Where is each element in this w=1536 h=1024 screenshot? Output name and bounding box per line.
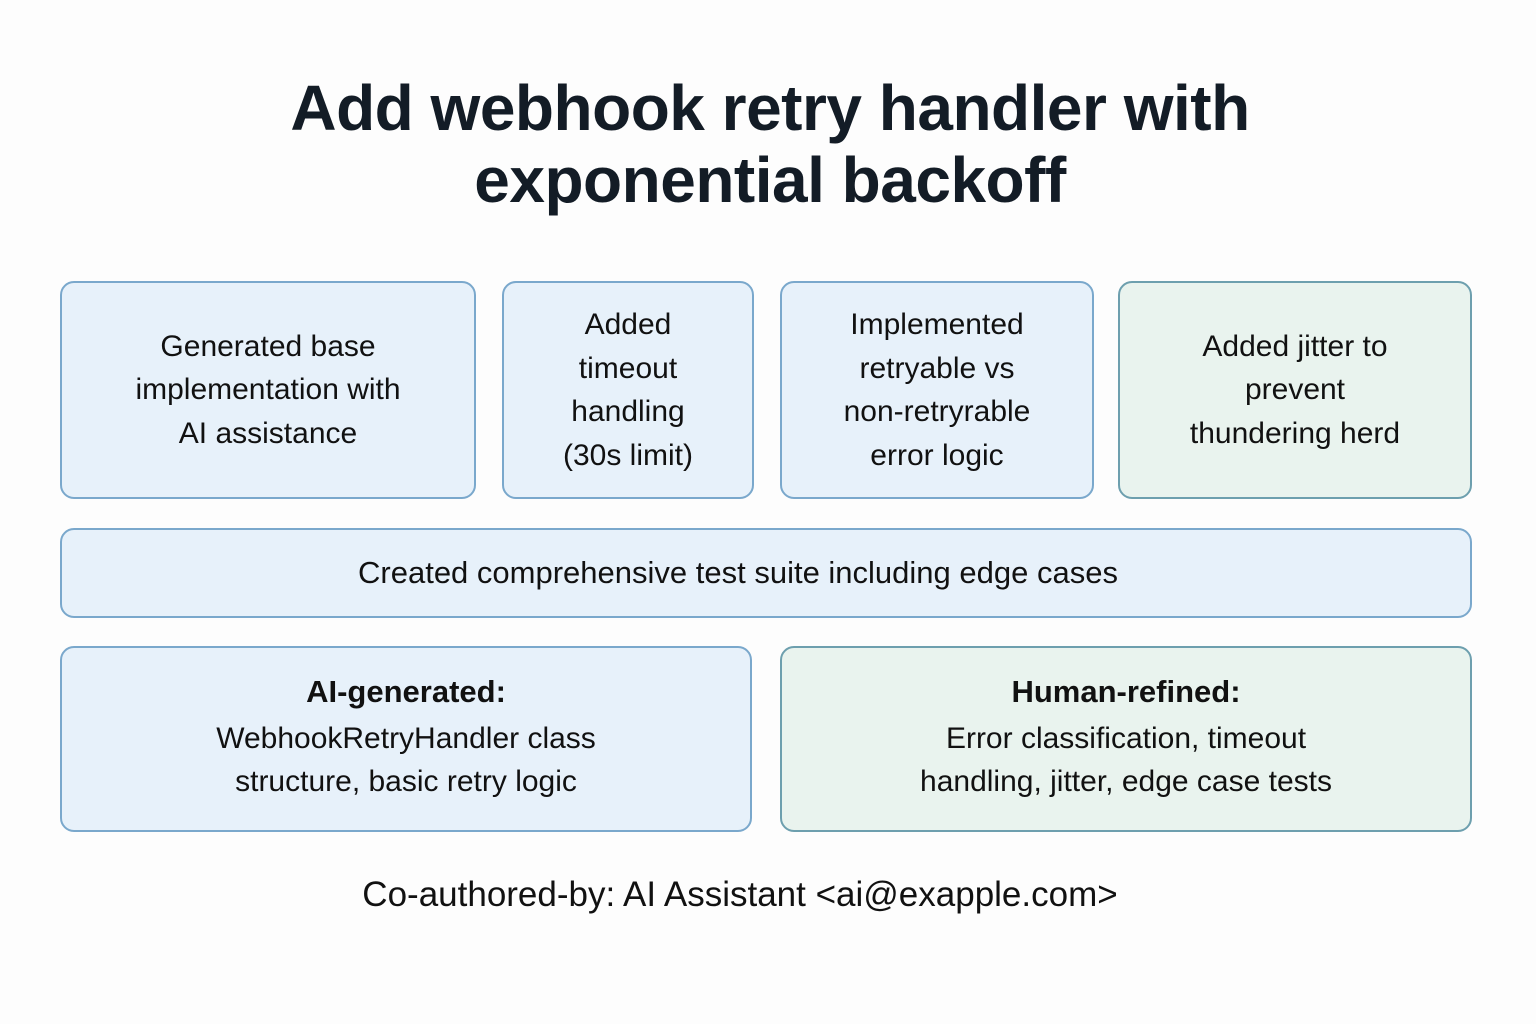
panel-human-refined-body: Error classification, timeout handling, … <box>920 722 1332 798</box>
page-title: Add webhook retry handler with exponenti… <box>290 72 1250 217</box>
panel-ai-generated-heading: AI-generated: <box>306 674 506 710</box>
step-card-jitter: Added jitter to prevent thundering herd <box>1118 281 1472 499</box>
step-card-generated-base: Generated base implementation with AI as… <box>60 281 476 499</box>
panel-human-refined-heading: Human-refined: <box>1011 674 1241 710</box>
panel-human-refined: Human-refined: Error classification, tim… <box>780 646 1472 832</box>
panel-ai-generated-body: WebhookRetryHandler class structure, bas… <box>216 722 596 798</box>
step-card-error-logic: Implemented retryable vs non-retryrable … <box>780 281 1094 499</box>
step-card-timeout-handling: Added timeout handling (30s limit) <box>502 281 754 499</box>
panel-ai-generated: AI-generated: WebhookRetryHandler class … <box>60 646 752 832</box>
test-suite-banner: Created comprehensive test suite includi… <box>60 528 1472 618</box>
co-authored-by-footer: Co-authored-by: AI Assistant <ai@exapple… <box>362 875 1118 914</box>
